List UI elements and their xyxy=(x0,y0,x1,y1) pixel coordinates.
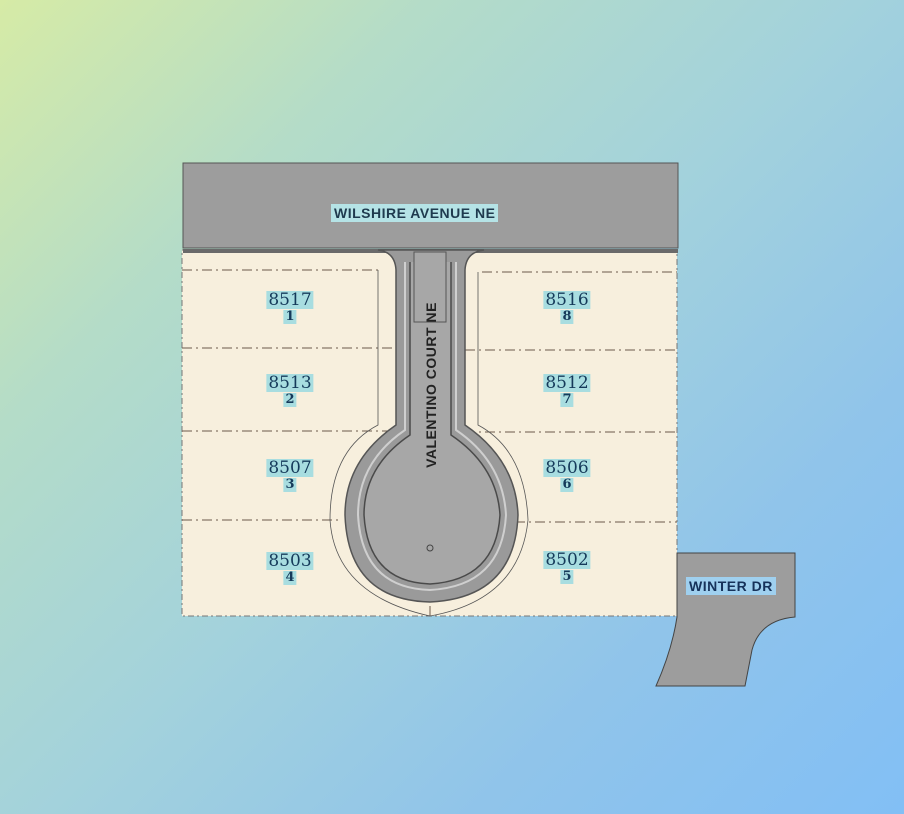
lot-number: 4 xyxy=(283,570,297,585)
lot-address: 8502 xyxy=(543,550,591,570)
center-marker xyxy=(426,544,434,552)
lot-address: 8517 xyxy=(266,290,314,310)
street-label-winter: WINTER DR xyxy=(686,577,776,595)
street-label-wilshire: WILSHIRE AVENUE NE xyxy=(331,204,499,222)
lot-address: 8503 xyxy=(266,551,314,571)
lot-address: 8506 xyxy=(543,458,591,478)
lot-address: 8512 xyxy=(543,373,591,393)
lot-number: 1 xyxy=(283,309,297,324)
lot-number: 2 xyxy=(283,392,297,407)
winter-drive-road xyxy=(655,552,796,687)
lot-address: 8516 xyxy=(543,290,591,310)
lot-address: 8507 xyxy=(266,458,314,478)
lot-address: 8513 xyxy=(266,373,314,393)
lot-number: 7 xyxy=(560,392,574,407)
lot-number: 5 xyxy=(560,569,574,584)
street-label-valentino: VALENTINO COURT NE xyxy=(423,302,439,468)
lot-number: 8 xyxy=(560,309,574,324)
lot-number: 3 xyxy=(283,477,297,492)
lot-number: 6 xyxy=(560,477,574,492)
